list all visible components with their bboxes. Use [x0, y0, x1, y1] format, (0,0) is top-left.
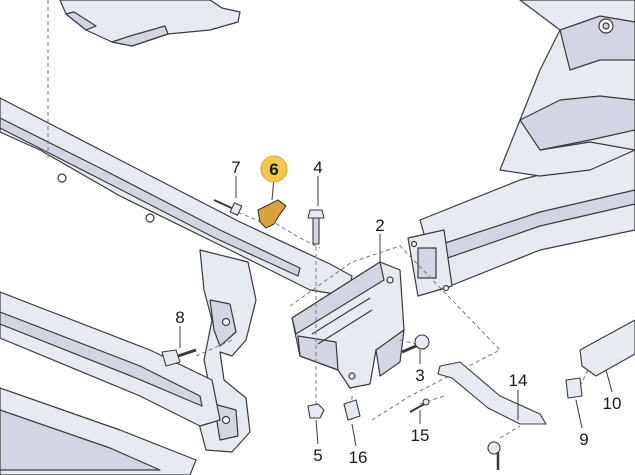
callout-6: 6	[269, 160, 278, 179]
strap-14	[437, 361, 547, 425]
screw-bottom	[487, 441, 501, 470]
callout-14: 14	[509, 371, 528, 390]
callout-labels: 6 7 4 2 8 3 14 10 15 9 5 16	[175, 158, 621, 467]
callout-16: 16	[349, 448, 368, 467]
screw-7	[213, 199, 243, 216]
callout-15: 15	[411, 426, 430, 445]
bolt-8	[161, 348, 197, 367]
callout-2: 2	[375, 216, 384, 235]
assembly-leader-lines	[47, 0, 593, 439]
callout-8: 8	[175, 308, 184, 327]
body-structure	[499, 0, 635, 177]
longitudinal-member	[407, 149, 635, 297]
bracket-10	[579, 319, 635, 377]
bolt-3	[401, 334, 430, 354]
bolt-4	[307, 209, 325, 245]
clip-9	[565, 377, 583, 399]
callout-4: 4	[313, 158, 322, 177]
hardware	[161, 199, 635, 470]
front-carrier	[0, 97, 353, 475]
callout-leaders	[179, 176, 613, 447]
clip-part-6	[257, 199, 287, 229]
mounting-bracket	[291, 261, 405, 389]
highlight-badge	[260, 155, 288, 183]
callout-9: 9	[579, 430, 588, 449]
nut-5	[307, 403, 325, 419]
callout-10: 10	[603, 394, 622, 413]
callout-5: 5	[313, 446, 322, 465]
clip-16	[343, 399, 361, 421]
top-cover-panel	[59, 0, 241, 47]
callout-3: 3	[415, 366, 424, 385]
callout-7: 7	[231, 158, 240, 177]
screw-15	[409, 398, 430, 413]
